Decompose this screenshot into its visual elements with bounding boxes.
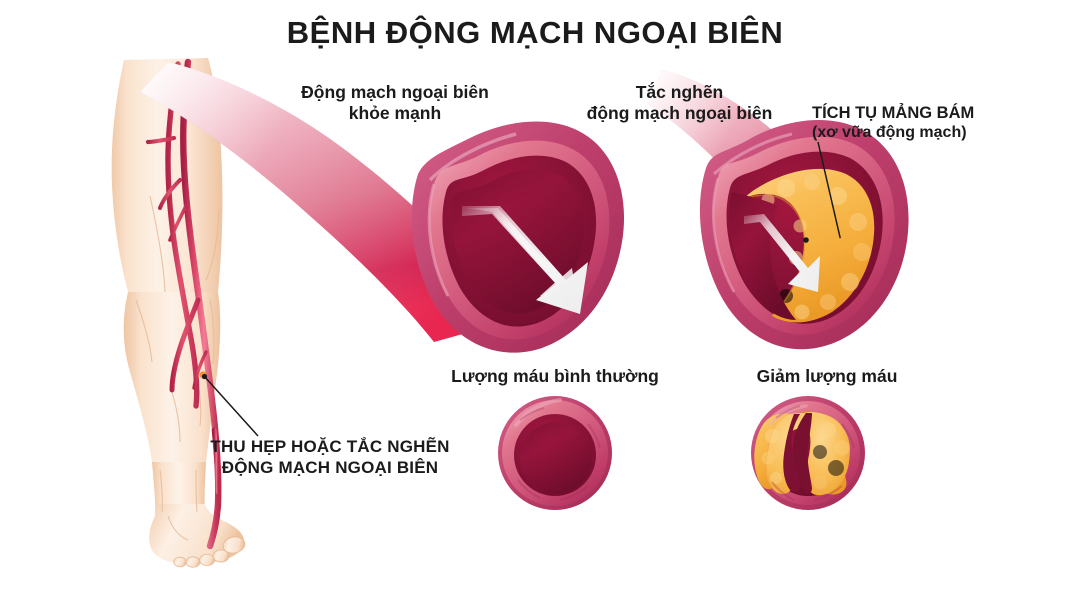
narrowed-xs-plaque-left — [754, 413, 790, 490]
normal-xs-lumen-deep — [520, 422, 592, 494]
label-blocked-artery: Tắc nghẽn động mạch ngoại biên — [562, 82, 797, 125]
pointer-line-plaque — [817, 141, 841, 239]
artery-branch-1 — [145, 135, 177, 145]
leg-foot-shape — [149, 504, 245, 564]
narrowed-cross-section-illustration — [751, 396, 865, 510]
narrowed-xs-wall-texture — [771, 405, 855, 501]
leg-arteries — [145, 58, 222, 550]
label-healthy-artery: Động mạch ngoại biên khỏe mạnh — [275, 82, 515, 125]
artery-distal — [211, 427, 221, 495]
artery-branch-lower — [169, 297, 201, 393]
label-narrowing-blockage-line2: ĐỘNG MẠCH NGOẠI BIÊN — [221, 457, 439, 477]
page-title: BỆNH ĐỘNG MẠCH NGOẠI BIÊN — [286, 15, 784, 50]
label-blocked-artery-line2: động mạch ngoại biên — [586, 103, 773, 124]
label-narrowing-blockage: THU HẸP HOẶC TẮC NGHẼN ĐỘNG MẠCH NGOẠI B… — [197, 437, 463, 478]
label-healthy-artery-line2: khỏe mạnh — [348, 103, 442, 124]
label-plaque-buildup: TÍCH TỤ MẢNG BÁM (xơ vữa động mạch) — [812, 103, 1027, 143]
blood-flow-arrow-reduced — [744, 214, 820, 292]
narrowed-xs-channel — [783, 414, 800, 493]
artery-branch-2 — [158, 178, 182, 210]
label-normal-blood-flow: Lượng máu bình thường — [451, 366, 659, 386]
normal-xs-highlight — [514, 398, 562, 427]
healthy-artery-rim-highlight — [427, 183, 450, 297]
narrowed-xs-highlight — [768, 404, 808, 426]
leg-toes — [173, 536, 246, 568]
plaque-deposit — [742, 168, 875, 323]
label-blocked-artery-line1: Tắc nghẽn — [635, 82, 724, 102]
label-narrowing-blockage-line1: THU HẸP HOẶC TẮC NGHẼN — [210, 437, 450, 456]
pointer-dot-narrowing — [201, 373, 208, 380]
blocked-artery-narrow-lumen — [729, 192, 796, 320]
blocked-artery-rim-highlight — [711, 177, 736, 293]
artery-branch-3 — [168, 204, 188, 242]
narrowed-xs-plaque-texture — [761, 422, 850, 489]
blocked-artery-illustration — [648, 70, 909, 350]
artery-second-long — [165, 61, 200, 409]
blood-flow-arrow-normal — [462, 206, 588, 314]
normal-xs-wall-texture — [517, 407, 601, 501]
normal-cross-section-illustration — [498, 396, 612, 510]
label-reduced-blood-flow: Giảm lượng máu — [756, 366, 898, 386]
healthy-artery-outer-highlight — [428, 132, 517, 182]
pointer-dot-plaque — [803, 237, 809, 243]
narrowed-xs-channel-wide — [792, 413, 812, 494]
healthy-artery-illustration — [140, 62, 625, 353]
label-plaque-buildup-line1: TÍCH TỤ MẢNG BÁM — [812, 104, 975, 122]
pointer-line-narrowing — [203, 375, 259, 437]
artery-main-long — [180, 58, 222, 550]
artery-branch-lower-2 — [192, 350, 208, 390]
blocked-artery-outer-highlight — [712, 132, 793, 176]
label-healthy-artery-line1: Động mạch ngoại biên — [301, 82, 489, 102]
label-plaque-buildup-line2: (xơ vữa động mạch) — [812, 124, 967, 142]
plaque-inner-edge — [741, 194, 806, 317]
